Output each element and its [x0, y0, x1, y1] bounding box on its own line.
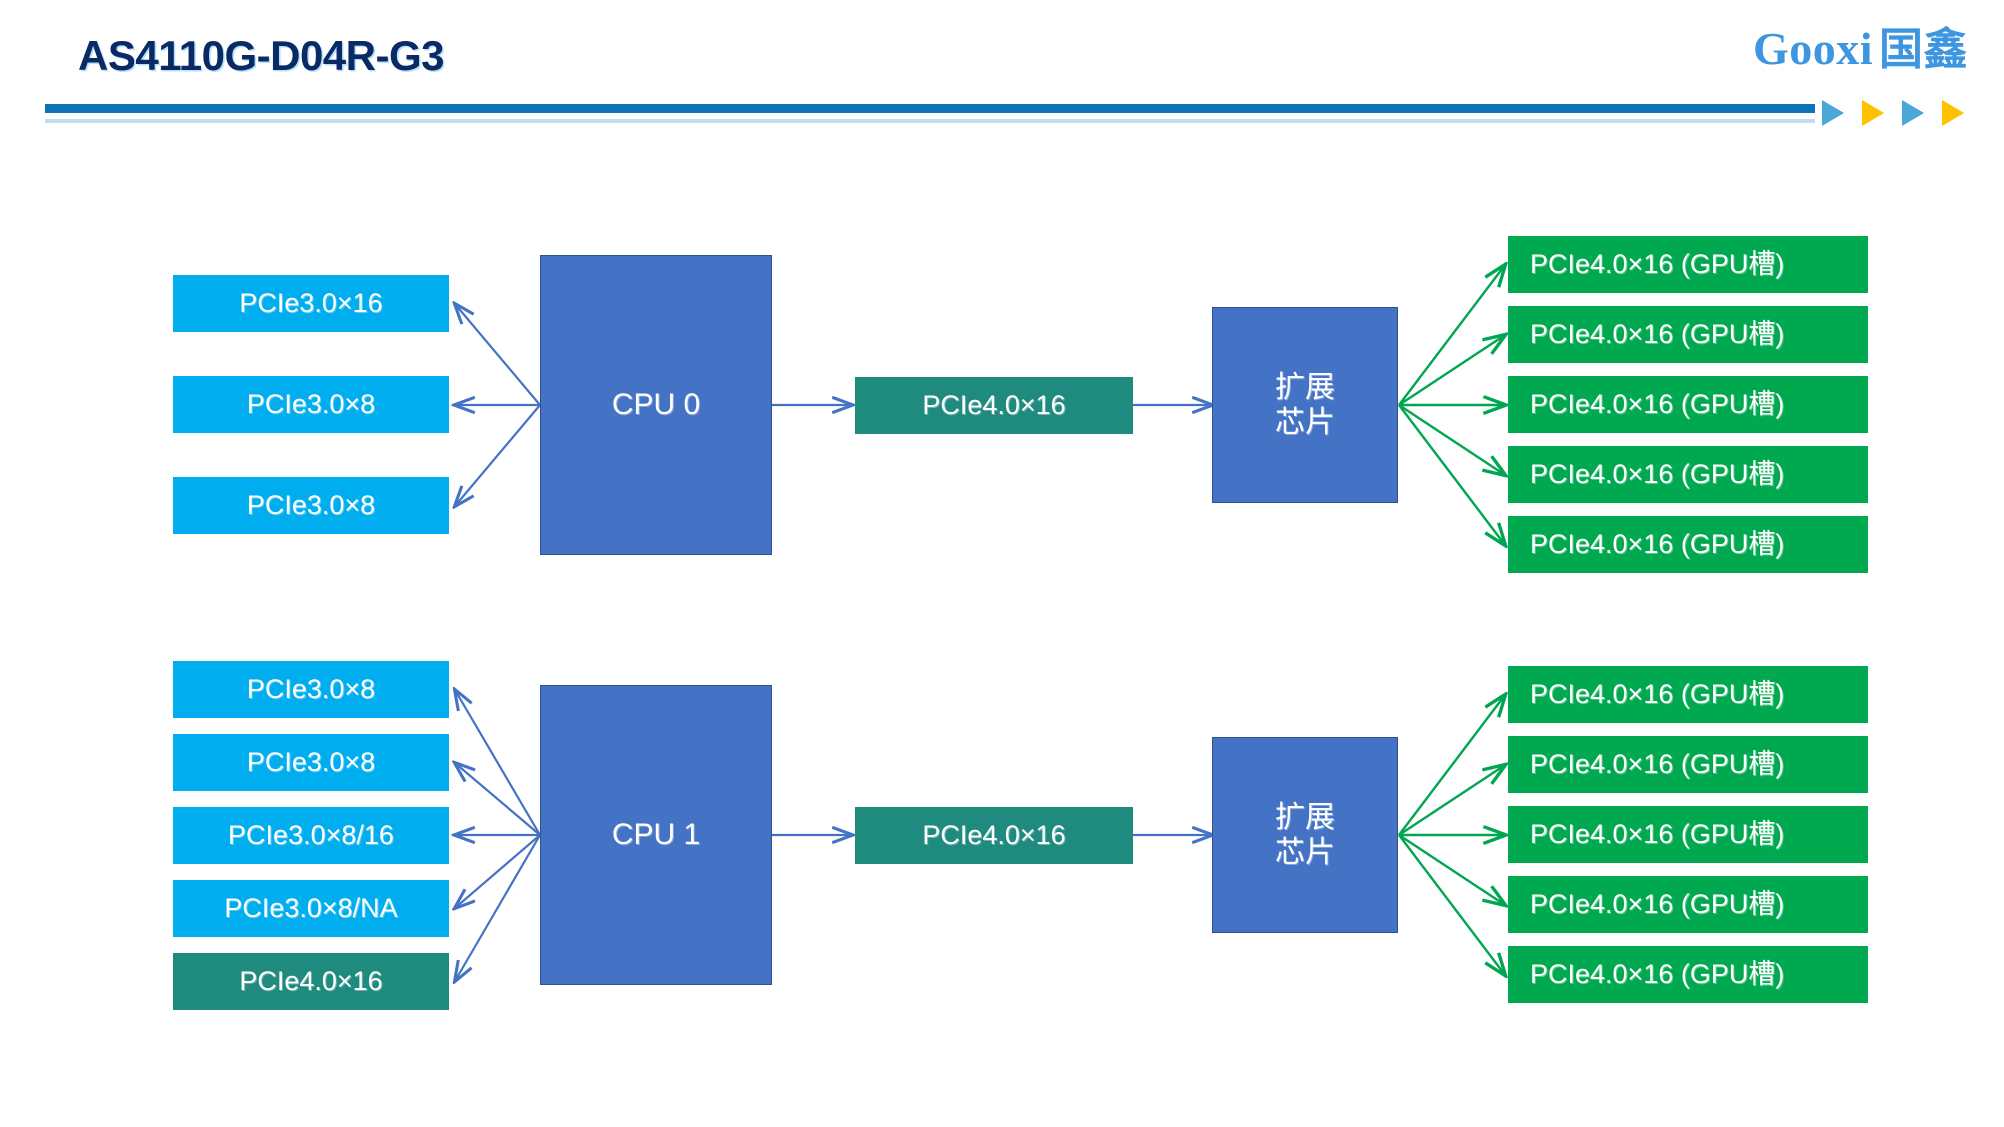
pcie-slot-box[interactable]: PCIe3.0×8 [173, 376, 449, 433]
pcie-slot-box[interactable]: PCIe3.0×8/NA [173, 880, 449, 937]
cpu1-switch-box[interactable]: 扩展 芯片 [1212, 737, 1398, 933]
triangle-icon-1 [1822, 100, 1844, 126]
cpu1-uplink-box[interactable]: PCIe4.0×16 [855, 807, 1133, 864]
cpu0-switch-box[interactable]: 扩展 芯片 [1212, 307, 1398, 503]
pcie-slot-box[interactable]: PCIe3.0×8 [173, 661, 449, 718]
triangle-icon-4 [1942, 100, 1964, 126]
gpu-slot-box[interactable]: PCIe4.0×16 (GPU槽) [1508, 516, 1868, 573]
gpu-slot-box[interactable]: PCIe4.0×16 (GPU槽) [1508, 946, 1868, 1003]
brand-logo-chinese: 国鑫 [1879, 24, 1968, 75]
cpu1-gpu-links [1398, 695, 1505, 975]
switch-label-line2: 芯片 [1275, 406, 1335, 439]
gpu-slot-box[interactable]: PCIe4.0×16 (GPU槽) [1508, 876, 1868, 933]
triangle-icon-2 [1862, 100, 1884, 126]
gpu-slot-box[interactable]: PCIe4.0×16 (GPU槽) [1508, 666, 1868, 723]
header-rule-thin [45, 119, 1815, 123]
gpu-slot-box[interactable]: PCIe4.0×16 (GPU槽) [1508, 236, 1868, 293]
gpu-slot-box[interactable]: PCIe4.0×16 (GPU槽) [1508, 736, 1868, 793]
switch-label-line2: 芯片 [1275, 836, 1335, 869]
cpu0-uplink-box[interactable]: PCIe4.0×16 [855, 377, 1133, 434]
triangle-icon-3 [1902, 100, 1924, 126]
switch-label-line1: 扩展 [1275, 370, 1335, 404]
pcie-slot-box[interactable]: PCIe3.0×8 [173, 734, 449, 791]
pcie-slot-box[interactable]: PCIe3.0×8/16 [173, 807, 449, 864]
gpu-slot-box[interactable]: PCIe4.0×16 (GPU槽) [1508, 376, 1868, 433]
cpu0-gpu-links [1398, 265, 1505, 545]
cpu1-box[interactable]: CPU 1 [540, 685, 772, 985]
pcie-slot-box[interactable]: PCIe3.0×8 [173, 477, 449, 534]
cpu0-left-links [455, 304, 541, 506]
brand-logo-latin: Gooxi [1752, 23, 1873, 74]
page-title: AS4110G-D04R-G3 [78, 32, 445, 79]
gpu-slot-box[interactable]: PCIe4.0×16 (GPU槽) [1508, 446, 1868, 503]
cpu0-box[interactable]: CPU 0 [540, 255, 772, 555]
pcie-slot-box[interactable]: PCIe4.0×16 [173, 953, 449, 1010]
gpu-slot-box[interactable]: PCIe4.0×16 (GPU槽) [1508, 806, 1868, 863]
gpu-slot-box[interactable]: PCIe4.0×16 (GPU槽) [1508, 306, 1868, 363]
logo-triangle-row [1822, 100, 1964, 126]
pcie-slot-box[interactable]: PCIe3.0×16 [173, 275, 449, 332]
switch-label-line1: 扩展 [1275, 800, 1335, 834]
cpu1-left-links [455, 690, 541, 981]
header-rule-thick [45, 104, 1815, 113]
